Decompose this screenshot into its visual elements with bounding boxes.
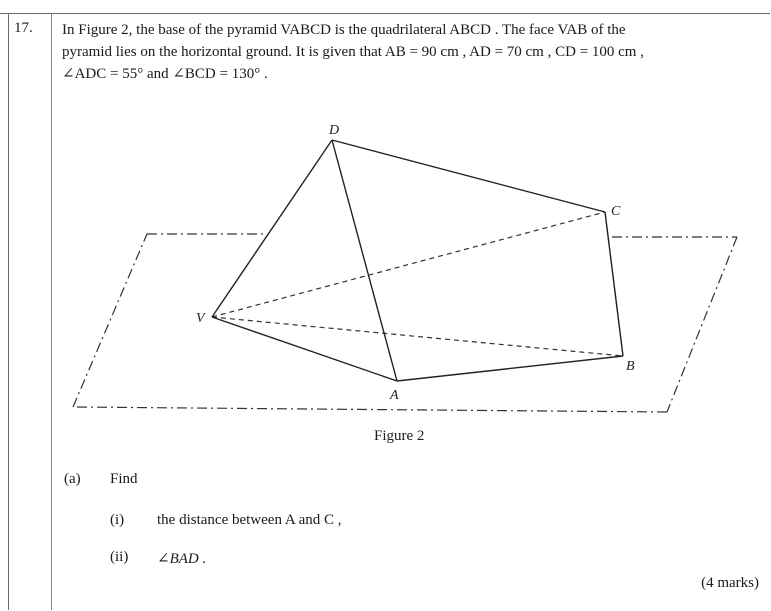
vertex-label-v: V — [196, 311, 206, 326]
part-a-instruction: Find — [110, 471, 138, 487]
edge-cb — [604, 211, 624, 357]
number-column-divider — [51, 14, 52, 610]
edge-vb-hidden — [211, 316, 624, 357]
edge-dc — [331, 139, 606, 213]
marks-allocation: (4 marks) — [701, 575, 759, 591]
vertex-label-d: D — [328, 123, 339, 138]
vertex-label-c: C — [611, 204, 621, 219]
plane-bottom-edge — [72, 406, 668, 413]
left-border — [8, 14, 9, 610]
question-line-3: ∠ADC = 55° and ∠BCD = 130° . — [62, 66, 268, 82]
figure-caption: Figure 2 — [374, 428, 425, 444]
vertex-label-a: A — [389, 388, 399, 403]
plane-right-edge — [666, 236, 738, 413]
question-text: In Figure 2, the base of the pyramid VAB… — [62, 19, 762, 85]
question-line-1: In Figure 2, the base of the pyramid VAB… — [62, 22, 626, 38]
sub-ii-label: (ii) — [110, 549, 129, 565]
edge-av — [211, 316, 398, 382]
question-number: 17. — [14, 20, 33, 36]
question-frame — [0, 13, 770, 611]
sub-i-label: (i) — [110, 512, 125, 528]
sub-ii-text: ∠BAD . — [157, 551, 207, 567]
sub-i-text: the distance between A and C , — [157, 512, 342, 528]
pyramid-figure: D C V B A — [72, 123, 738, 413]
edge-vc-hidden — [211, 211, 606, 318]
plane-left-edge — [72, 233, 148, 408]
edge-ba — [396, 355, 624, 382]
part-a-label: (a) — [64, 471, 81, 487]
edge-da — [331, 139, 398, 382]
vertex-label-b: B — [626, 359, 635, 374]
question-line-2: pyramid lies on the horizontal ground. I… — [62, 44, 644, 60]
edge-vd — [211, 139, 333, 318]
